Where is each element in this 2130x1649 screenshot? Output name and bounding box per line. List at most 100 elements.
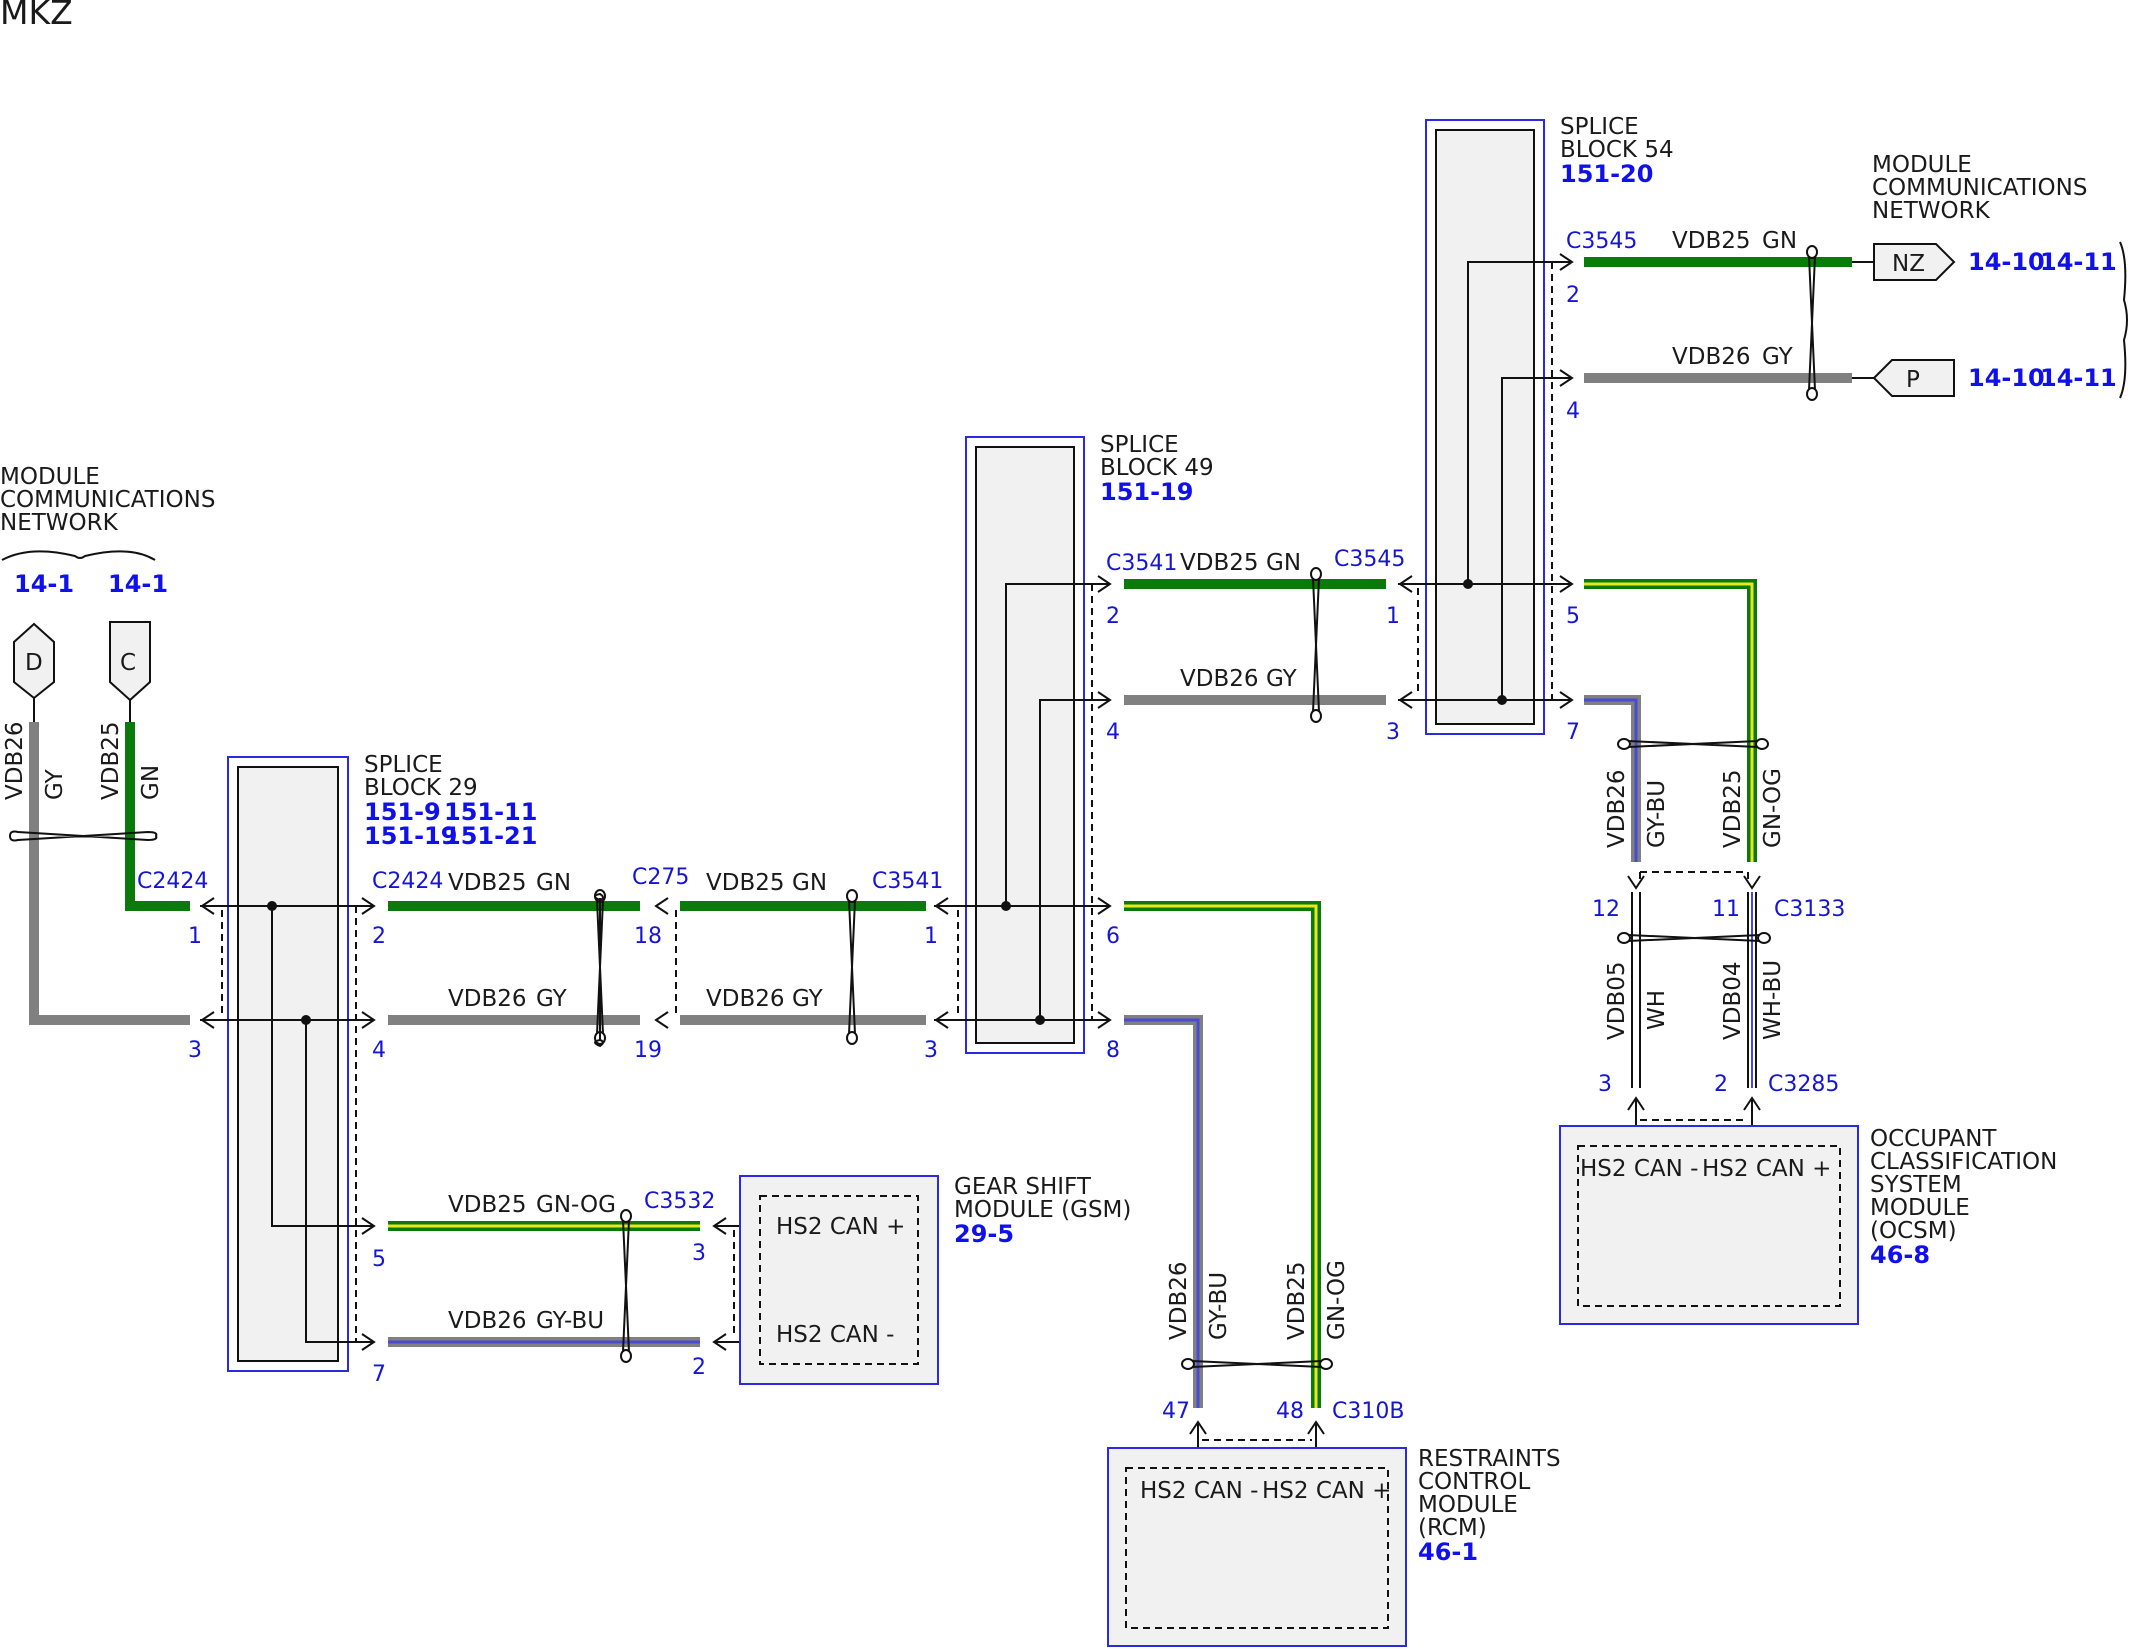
svg-text:NETWORK: NETWORK [0, 510, 119, 536]
ref-link[interactable]: 151-9 [364, 798, 441, 826]
connector-c3545-left: C3545 [1334, 547, 1405, 572]
rcm-pin-label: HS2 CAN + [1262, 1478, 1391, 1504]
svg-text:NETWORK: NETWORK [1872, 198, 1991, 224]
ref-link[interactable]: 151-19 [364, 822, 457, 850]
ocsm-module [1559, 1125, 1859, 1325]
wire-label: GY [1266, 666, 1298, 692]
svg-text:SPLICE: SPLICE [364, 752, 443, 778]
svg-text:GN-OG: GN-OG [1324, 1260, 1350, 1340]
pin-label: 1 [924, 924, 938, 949]
ref-link[interactable]: 14-11 [2040, 248, 2117, 276]
right-network-brace [2119, 241, 2128, 399]
splice-block-29 [237, 766, 339, 1362]
wire-label: VDB26 [706, 986, 785, 1012]
wire-label: VDB26 [448, 1308, 527, 1334]
rcm-module [1107, 1447, 1407, 1647]
ref-link[interactable]: 14-1 [14, 570, 74, 598]
ref-link[interactable]: 151-11 [444, 798, 537, 826]
svg-text:GEAR SHIFT: GEAR SHIFT [954, 1174, 1092, 1200]
splice-block-54-frame [1425, 119, 1545, 735]
connector-c3285: C3285 [1768, 1072, 1839, 1097]
wire-vdb26-gy-left [29, 722, 190, 1025]
connector-c3541-left: C3541 [872, 869, 943, 894]
connector-c3133: C3133 [1774, 897, 1845, 922]
pin-label: 3 [188, 1038, 202, 1063]
svg-text:MODULE (GSM): MODULE (GSM) [954, 1197, 1131, 1223]
ocsm-pin-label: HS2 CAN - [1580, 1156, 1698, 1182]
wire-label: GY [1762, 344, 1794, 370]
left-network-brace [1, 550, 156, 561]
svg-text:WH-BU: WH-BU [1760, 960, 1786, 1040]
ref-link[interactable]: 29-5 [954, 1220, 1014, 1248]
splice-block-54 [1435, 129, 1535, 725]
wire-label: VDB26 [448, 986, 527, 1012]
connector-c275: C275 [632, 865, 689, 890]
pin-label: 1 [188, 924, 202, 949]
svg-text:(RCM): (RCM) [1418, 1515, 1487, 1541]
pin-label: 19 [634, 1038, 662, 1063]
svg-text:BLOCK 29: BLOCK 29 [364, 775, 478, 801]
wire-label: VDB25 [1180, 550, 1259, 576]
svg-text:MODULE: MODULE [1872, 152, 1972, 178]
wire-label: GN [536, 870, 571, 896]
pin-label: 2 [1106, 604, 1120, 629]
wire-label: GN [1266, 550, 1301, 576]
svg-text:WH: WH [1644, 990, 1670, 1030]
pin-label: 47 [1162, 1399, 1190, 1424]
rcm-wire-labels: VDB26 GY-BU VDB25 GN-OG [1166, 1260, 1350, 1340]
svg-text:SPLICE: SPLICE [1100, 432, 1179, 458]
pin-label: 48 [1276, 1399, 1304, 1424]
connector-c3541-right: C3541 [1106, 551, 1177, 576]
gsm-label: GEAR SHIFT MODULE (GSM) 29-5 [954, 1174, 1131, 1248]
ocsm-pin-label: HS2 CAN + [1702, 1156, 1831, 1182]
splice-block-29-label: SPLICE BLOCK 29 151-9 151-11 151-19 151-… [364, 752, 537, 850]
ref-link[interactable]: 151-21 [444, 822, 537, 850]
svg-text:VDB26: VDB26 [2, 722, 28, 801]
connector-c-shape [109, 621, 151, 702]
wire-label: VDB25 [448, 1192, 527, 1218]
pin-label: 3 [1598, 1072, 1612, 1097]
svg-text:VDB25: VDB25 [98, 722, 124, 801]
connector-nz-label: NZ [1892, 251, 1925, 277]
svg-text:COMMUNICATIONS: COMMUNICATIONS [1872, 175, 2087, 201]
wire-vdb26-gy-bu [1124, 1015, 1203, 1408]
gsm-module [739, 1175, 939, 1385]
wire-label: GN [792, 870, 827, 896]
svg-text:VDB26: VDB26 [1604, 770, 1630, 849]
splice-block-49 [975, 446, 1075, 1044]
left-network-label: MODULE COMMUNICATIONS NETWORK 14-1 14-1 [0, 464, 215, 598]
connector-c3545-right: C3545 [1566, 229, 1637, 254]
connector-c3532: C3532 [644, 1189, 715, 1214]
pin-label: 7 [372, 1362, 386, 1387]
ref-link[interactable]: 14-10 [1968, 364, 2045, 392]
svg-text:VDB04: VDB04 [1720, 962, 1746, 1041]
svg-text:COMMUNICATIONS: COMMUNICATIONS [0, 487, 215, 513]
svg-text:SPLICE: SPLICE [1560, 114, 1639, 140]
svg-text:GY-BU: GY-BU [1206, 1272, 1232, 1340]
connector-c2424-left: C2424 [137, 869, 208, 894]
ref-link[interactable]: 14-10 [1968, 248, 2045, 276]
pin-label: 5 [372, 1247, 386, 1272]
svg-text:GN-OG: GN-OG [1760, 768, 1786, 848]
svg-text:VDB05: VDB05 [1604, 962, 1630, 1041]
pin-label: 2 [1714, 1072, 1728, 1097]
svg-text:MODULE: MODULE [0, 464, 100, 490]
ocsm-wire-labels-lower: VDB05 WH VDB04 WH-BU [1604, 960, 1786, 1040]
wire-label: GY [792, 986, 824, 1012]
wire-label: GN-OG [536, 1192, 616, 1218]
ref-link[interactable]: 14-11 [2040, 364, 2117, 392]
svg-text:VDB25: VDB25 [1284, 1262, 1310, 1341]
ref-link[interactable]: 151-20 [1560, 160, 1653, 188]
connector-d-shape [13, 622, 55, 700]
gsm-pin-label: HS2 CAN - [776, 1322, 894, 1348]
pin-label: 4 [1566, 399, 1580, 424]
pin-label: 11 [1712, 897, 1740, 922]
ref-link[interactable]: 46-1 [1418, 1538, 1478, 1566]
ref-link[interactable]: 46-8 [1870, 1241, 1930, 1269]
svg-text:(OCSM): (OCSM) [1870, 1218, 1957, 1244]
ref-link[interactable]: 14-1 [108, 570, 168, 598]
wire-label: VDB26 [1180, 666, 1259, 692]
ref-link[interactable]: 151-19 [1100, 478, 1193, 506]
svg-text:CLASSIFICATION: CLASSIFICATION [1870, 1149, 2057, 1175]
